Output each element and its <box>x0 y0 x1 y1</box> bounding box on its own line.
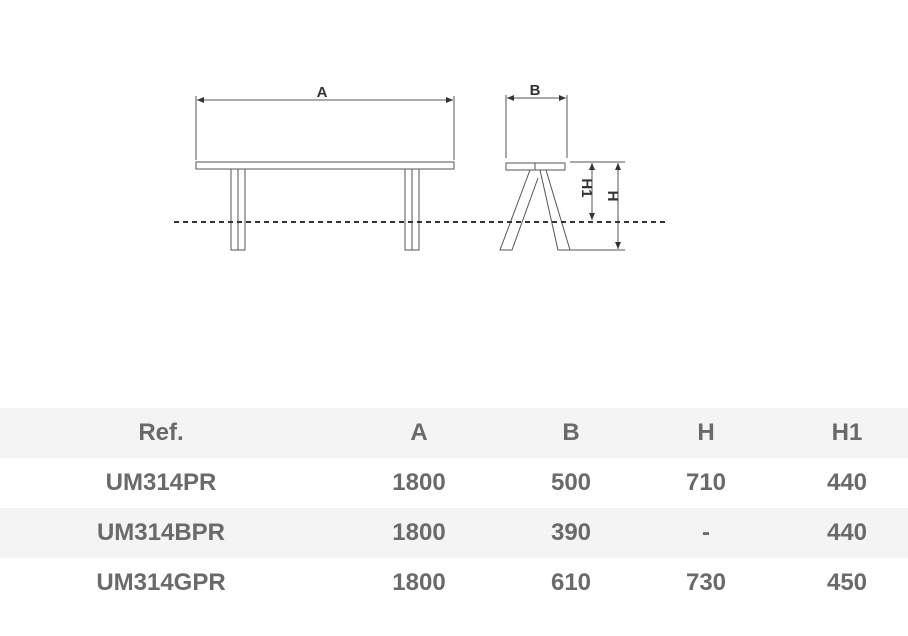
cell-h1: 440 <box>826 519 868 546</box>
cell-b: 500 <box>550 469 592 496</box>
side-view <box>499 95 625 251</box>
table-header-row: Ref. A B H H1 <box>0 408 908 458</box>
table-row: UM314BPR 1800 390 - 440 <box>0 508 908 558</box>
cell-h: - <box>702 519 710 546</box>
cell-b: 390 <box>550 519 592 546</box>
dimension-label-b: B <box>530 82 541 99</box>
cell-a: 1800 <box>392 469 446 496</box>
header-b: B <box>562 419 580 446</box>
dimension-label-a: A <box>317 84 328 101</box>
cell-h1: 450 <box>826 569 868 596</box>
front-view <box>195 96 455 251</box>
cell-ref: UM314PR <box>105 469 217 496</box>
dimension-label-h1: H1 <box>578 178 595 197</box>
dimension-label-h: H <box>604 191 621 202</box>
header-ref: Ref. <box>138 419 184 446</box>
cell-a: 1800 <box>392 519 446 546</box>
bench-dimension-diagram: A B H1 H <box>174 82 668 251</box>
header-h1: H1 <box>831 419 863 446</box>
table-row: UM314PR 1800 500 710 440 <box>0 458 908 508</box>
cell-a: 1800 <box>392 569 446 596</box>
header-a: A <box>410 419 428 446</box>
dimensions-table: Ref. A B H H1 UM314PR 1800 500 710 440 U… <box>0 408 908 608</box>
cell-h: 710 <box>685 469 727 496</box>
cell-h: 730 <box>685 569 727 596</box>
cell-ref: UM314GPR <box>96 569 226 596</box>
header-h: H <box>697 419 715 446</box>
cell-b: 610 <box>550 569 592 596</box>
cell-ref: UM314BPR <box>96 519 226 546</box>
table-row: UM314GPR 1800 610 730 450 <box>0 558 908 608</box>
cell-h1: 440 <box>826 469 868 496</box>
